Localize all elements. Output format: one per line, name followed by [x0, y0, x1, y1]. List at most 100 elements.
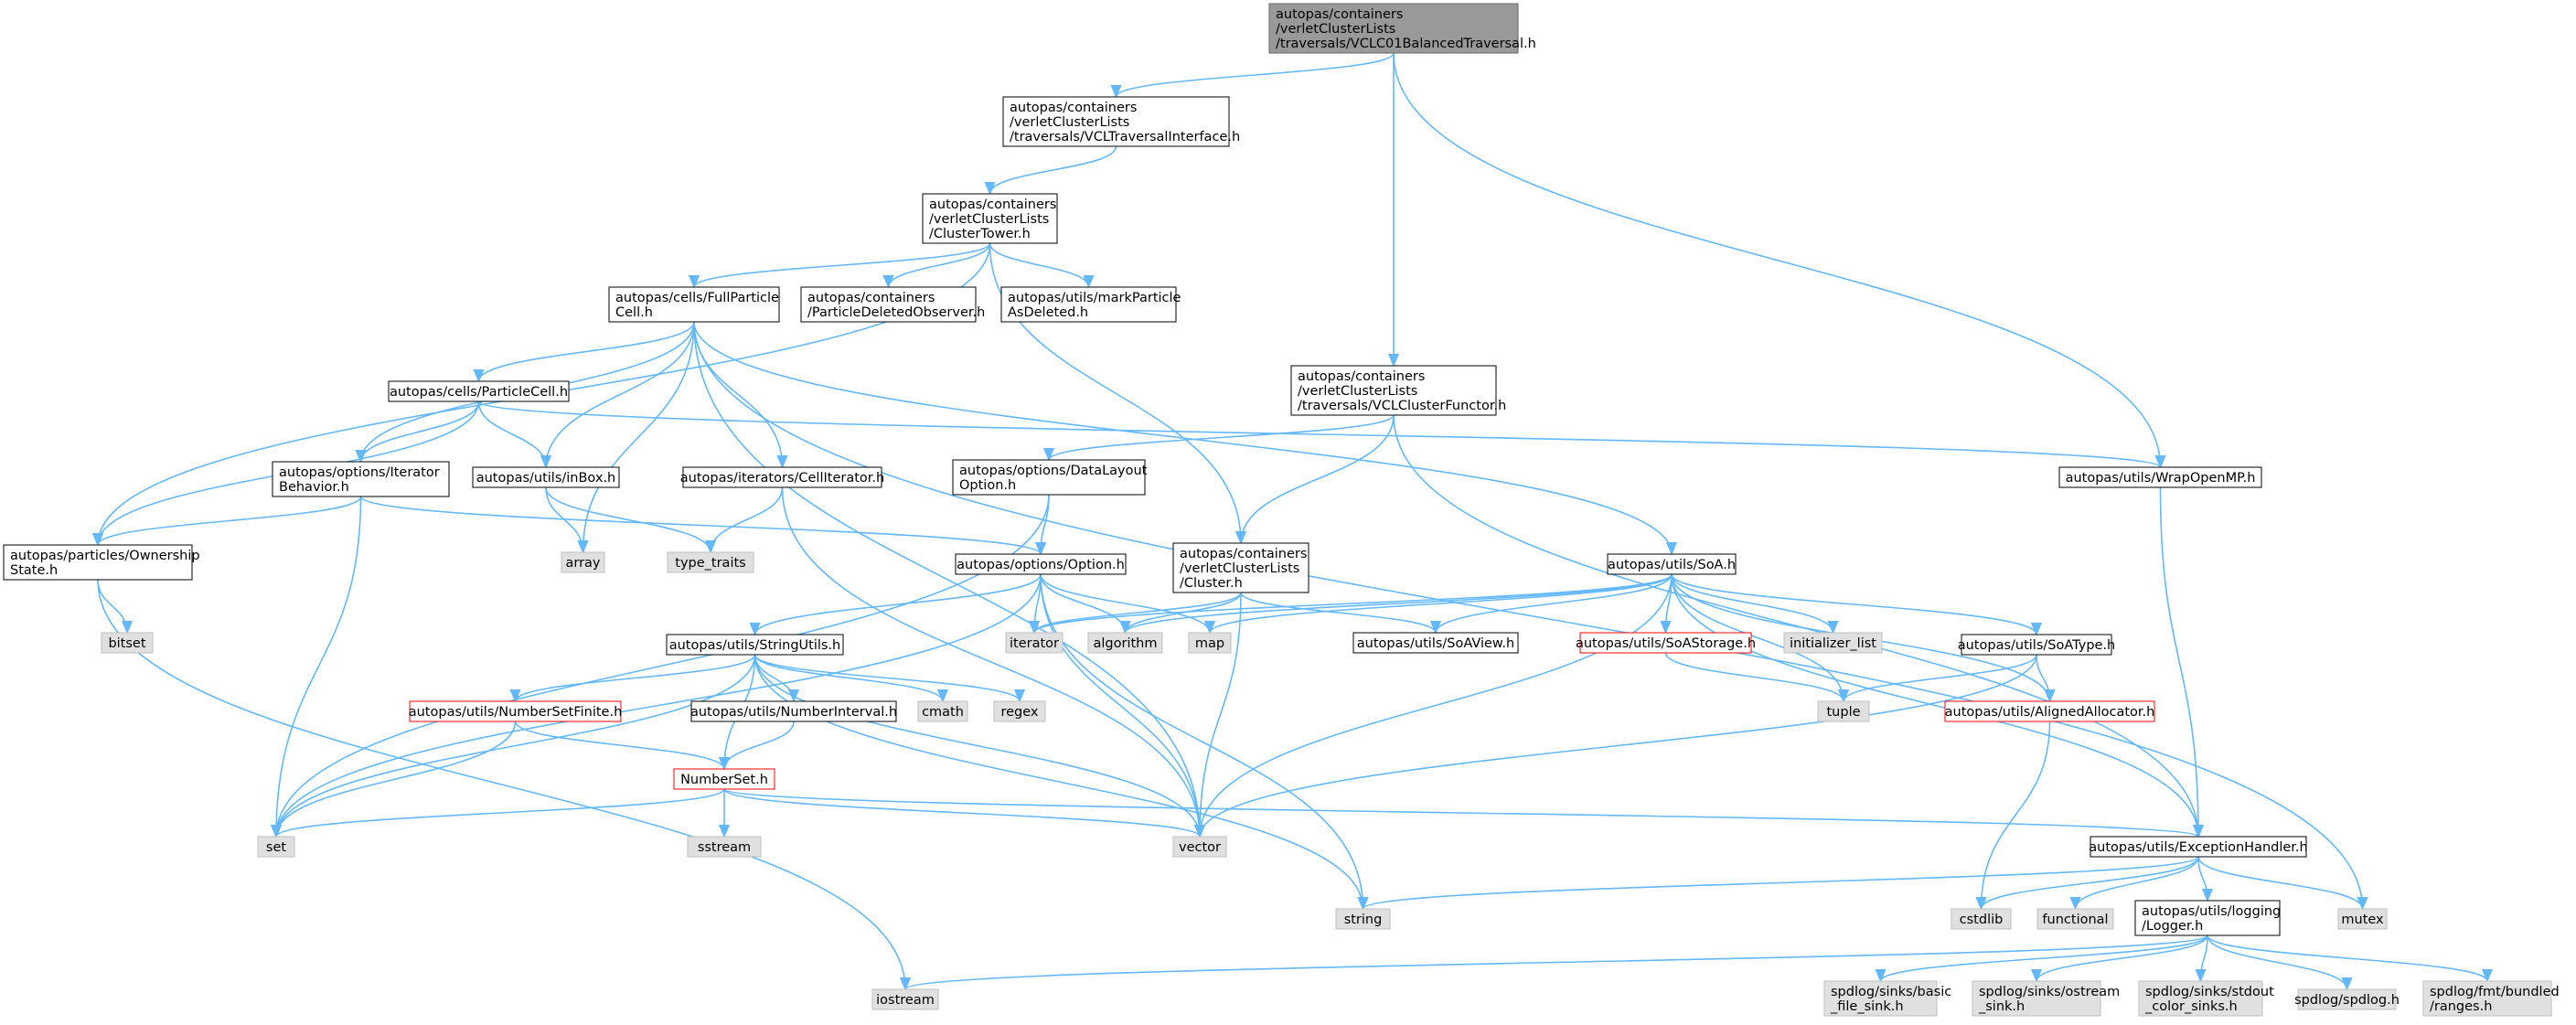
node-inbox[interactable]: autopas/utils/inBox.h	[472, 466, 620, 488]
edge-cluster-to-iterator	[1029, 592, 1242, 635]
edge-soa-to-soatype	[1671, 573, 2042, 636]
edge-ctower-to-pdobs	[882, 242, 991, 289]
node-label-line: autopas/utils/NumberSetFinite.h	[409, 705, 623, 720]
node-vcltif[interactable]: autopas/containers/verletClusterLists/tr…	[1002, 96, 1240, 147]
node-pdobs[interactable]: autopas/containers/ParticleDeletedObserv…	[800, 286, 985, 323]
edge-soa-to-initlist	[1671, 573, 1839, 635]
node-label-line: autopas/containers	[1180, 547, 1307, 561]
node-box	[1823, 980, 1938, 1017]
node-box	[1579, 632, 1752, 654]
node-label-line: autopas/utils/StringUtils.h	[669, 638, 841, 653]
edge-iterbeh-to-owner	[92, 496, 362, 547]
node-box	[2337, 908, 2388, 930]
edge-option-to-map	[1040, 573, 1215, 635]
node-label-line: autopas/iterators/CellIterator.h	[680, 471, 884, 486]
node-box	[1005, 632, 1064, 654]
node-box	[2138, 980, 2263, 1017]
node-strutils[interactable]: autopas/utils/StringUtils.h	[666, 634, 844, 656]
node-bitset: bitset	[101, 632, 154, 654]
node-box	[666, 634, 844, 656]
node-box	[955, 553, 1127, 575]
edge-logger-to-stdoutcs	[2195, 934, 2208, 983]
node-logger[interactable]: autopas/utils/logging/Logger.h	[2134, 900, 2281, 936]
node-box	[2090, 836, 2307, 858]
node-box	[1607, 553, 1737, 575]
node-pcell[interactable]: autopas/cells/ParticleCell.h	[388, 380, 570, 402]
edge-nsfinite-to-set	[271, 721, 517, 838]
node-label-line: initializer_list	[1790, 636, 1876, 651]
node-box	[682, 466, 882, 488]
edge-ctower-to-markdel	[989, 242, 1095, 289]
edge-celliter-to-vector	[781, 486, 1206, 838]
node-soaview[interactable]: autopas/utils/SoAView.h	[1352, 632, 1519, 654]
node-iostream: iostream	[871, 988, 939, 1010]
node-ninterval[interactable]: autopas/utils/NumberInterval.h	[690, 700, 897, 722]
node-soastorage[interactable]: autopas/utils/SoAStorage.h	[1576, 632, 1756, 654]
node-label-line: State.h	[10, 563, 58, 578]
node-label-line: mutex	[2341, 913, 2384, 927]
node-label-line: _color_sinks.h	[2144, 999, 2238, 1014]
node-spdlog: spdlog/spdlog.h	[2294, 988, 2400, 1010]
node-box	[2134, 900, 2281, 936]
node-label-line: set	[266, 840, 286, 855]
node-vclfunc[interactable]: autopas/containers/verletClusterLists/tr…	[1290, 365, 1506, 416]
node-ctower[interactable]: autopas/containers/verletClusterLists/Cl…	[922, 193, 1058, 244]
edge-strutils-to-nsfinite	[509, 654, 756, 703]
node-numberset[interactable]: NumberSet.h	[673, 768, 775, 790]
node-soa[interactable]: autopas/utils/SoA.h	[1607, 553, 1737, 575]
edge-logger-to-spdlog	[2207, 934, 2353, 991]
node-label-line: autopas/options/Option.h	[957, 558, 1125, 572]
node-root[interactable]: autopas/containers/verletClusterLists/tr…	[1268, 3, 1536, 54]
node-label-line: autopas/containers	[1276, 7, 1403, 22]
node-label-line: algorithm	[1094, 636, 1158, 651]
node-cluster[interactable]: autopas/containers/verletClusterLists/Cl…	[1172, 542, 1309, 593]
node-label-line: spdlog/sinks/stdout	[2145, 985, 2274, 999]
node-exch[interactable]: autopas/utils/ExceptionHandler.h	[2089, 836, 2308, 858]
node-label-line: spdlog/spdlog.h	[2294, 993, 2400, 1008]
edge-strutils-to-cmath	[754, 654, 948, 703]
node-box	[922, 193, 1058, 244]
node-set: set	[257, 836, 295, 858]
edge-soa-to-algorithm	[1119, 573, 1673, 635]
node-aligned[interactable]: autopas/utils/AlignedAllocator.h	[1944, 700, 2155, 722]
node-box	[1087, 632, 1163, 654]
node-label-line: spdlog/sinks/basic	[1831, 985, 1951, 999]
edge-dlo-to-set	[271, 494, 1050, 838]
node-label-line: autopas/utils/SoAView.h	[1357, 636, 1514, 651]
node-label-line: AsDeleted.h	[1008, 305, 1088, 320]
node-label-line: map	[1195, 636, 1224, 651]
node-box	[1290, 365, 1497, 416]
edge-logger-to-ranges	[2207, 934, 2493, 983]
edge-owner-to-iostream	[97, 579, 911, 991]
edge-strutils-to-set	[271, 654, 756, 838]
node-mutex: mutex	[2337, 908, 2388, 930]
node-box	[257, 836, 295, 858]
edge-soastorage-to-tuple	[1664, 652, 1849, 703]
node-typetraits: type_traits	[667, 551, 754, 573]
node-string: string	[1335, 908, 1391, 930]
node-wrapomp[interactable]: autopas/utils/WrapOpenMP.h	[2058, 466, 2262, 488]
node-soatype[interactable]: autopas/utils/SoAType.h	[1958, 634, 2116, 656]
node-option[interactable]: autopas/options/Option.h	[955, 553, 1127, 575]
node-label-line: /Cluster.h	[1180, 576, 1243, 591]
node-label-line: autopas/options/Iterator	[279, 465, 440, 480]
node-label-line: /verletClusterLists	[1010, 115, 1129, 130]
node-label-line: tuple	[1826, 705, 1860, 720]
node-box	[1944, 700, 2155, 722]
node-label-line: Behavior.h	[279, 480, 349, 495]
node-celliter[interactable]: autopas/iterators/CellIterator.h	[680, 466, 884, 488]
edge-soa-to-iterator	[1029, 573, 1673, 635]
edge-vclfunc-to-dlo	[1043, 414, 1395, 462]
edge-fullcell-to-inbox	[540, 321, 695, 469]
edge-soa-to-vector	[1193, 573, 1673, 838]
edge-soa-to-map	[1204, 573, 1673, 635]
node-nsfinite[interactable]: autopas/utils/NumberSetFinite.h	[409, 700, 623, 722]
edge-fullcell-to-array	[577, 321, 695, 554]
node-label-line: sstream	[698, 840, 751, 855]
node-cmath: cmath	[917, 700, 968, 722]
